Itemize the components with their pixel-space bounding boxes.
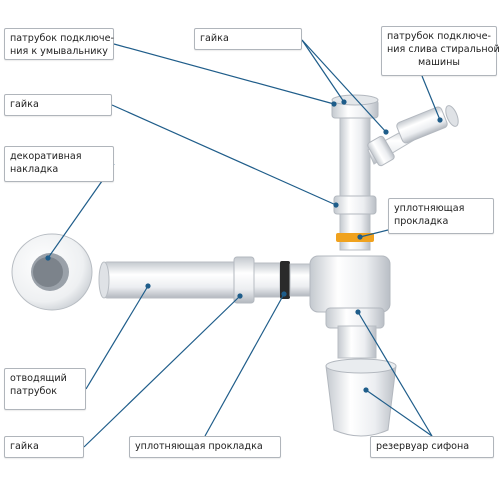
label-washbasin-outlet: патрубок подключе- ния к умывальнику: [4, 28, 114, 60]
leader-lines: [45, 39, 443, 448]
label-nut-top: гайка: [194, 28, 302, 50]
label-siphon-reservoir: резервуар сифона: [370, 436, 494, 458]
label-text: ния к умывальнику: [10, 46, 108, 57]
label-text: уплотняющая прокладка: [135, 441, 263, 452]
label-text: отводящий: [10, 373, 67, 384]
label-nut-left: гайка: [4, 94, 112, 116]
label-text: гайка: [10, 99, 39, 110]
label-text: патрубок: [10, 386, 58, 397]
label-text: декоративная: [10, 151, 82, 162]
label-text: гайка: [200, 33, 229, 44]
label-text: резервуар сифона: [376, 441, 470, 452]
label-text: прокладка: [394, 216, 449, 227]
siphon-reservoir-part: [325, 358, 397, 437]
label-text: патрубок подключе-: [387, 31, 491, 42]
label-text: накладка: [10, 164, 59, 175]
label-outlet-pipe: отводящий патрубок: [4, 368, 86, 410]
label-text: гайка: [10, 441, 39, 452]
label-washing-machine-outlet: патрубок подключе- ния слива стиральной …: [381, 26, 500, 76]
label-text: уплотняющая: [394, 203, 465, 214]
label-text: машины: [418, 57, 460, 68]
label-decorative-cover: декоративная накладка: [4, 146, 114, 182]
label-text: патрубок подключе-: [10, 33, 114, 44]
decorative-cover-part: [11, 233, 93, 311]
vertical-tube-part: [331, 94, 379, 251]
washing-machine-branch-part: [367, 105, 459, 167]
label-text: ния слива стиральной: [387, 44, 500, 55]
siphon-body-part: [309, 255, 391, 359]
outlet-pipe-part: [98, 256, 311, 304]
label-gasket-right: уплотняющая прокладка: [388, 198, 494, 234]
label-gasket-bottom: уплотняющая прокладка: [129, 436, 281, 458]
label-nut-bottom: гайка: [4, 436, 84, 458]
